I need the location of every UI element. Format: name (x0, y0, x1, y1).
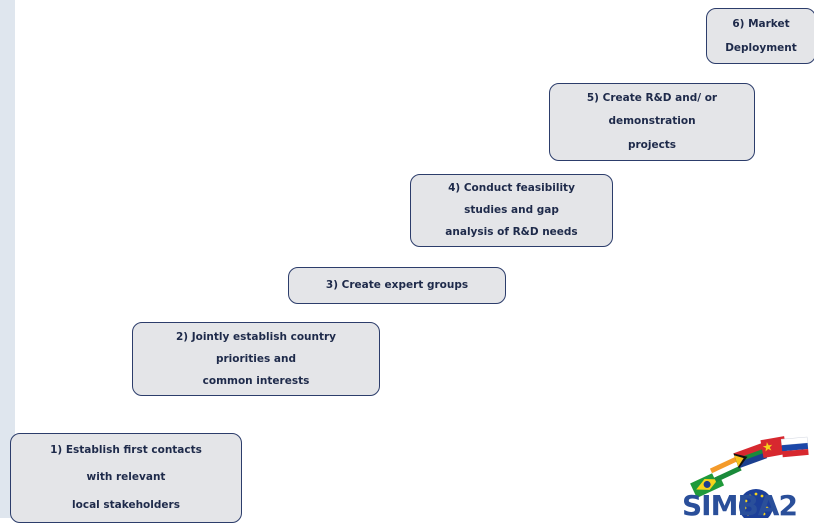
step-1-line-1: 1) Establish first contacts (50, 444, 202, 457)
step-4-line-3: analysis of R&D needs (445, 225, 578, 238)
step-2-box: 2) Jointly establish country priorities … (132, 322, 380, 396)
step-2-line-1: 2) Jointly establish country (175, 330, 337, 343)
india-flag-icon (709, 456, 742, 483)
step-4-line-1: 4) Conduct feasibility (448, 182, 575, 195)
step-5-line-3: projects (627, 138, 677, 151)
russia-flag-icon (780, 436, 809, 458)
step-3-line-1: 3) Create expert groups (325, 279, 469, 291)
step-6-line-2: Deployment (725, 41, 797, 54)
south-africa-flag-icon (733, 443, 768, 469)
step-6-line-1: 6) Market (732, 17, 790, 30)
step-4-line-2: studies and gap (464, 203, 559, 216)
simba-logo (690, 436, 809, 518)
step-1-line-2: with relevant (86, 471, 166, 484)
left-margin-strip (0, 0, 15, 518)
step-5-box: 5) Create R&D and/ or demonstration proj… (549, 83, 755, 161)
eu-globe-icon (739, 489, 773, 518)
step-1-box: 1) Establish first contacts with relevan… (10, 433, 242, 523)
simba-logo-text: SIMBA2 (682, 489, 798, 522)
step-1-line-3: local stakeholders (72, 498, 180, 511)
china-flag-icon (760, 436, 788, 458)
step-3-box: 3) Create expert groups (288, 267, 506, 304)
eu-stars-icon (743, 492, 769, 516)
step-2-line-2: priorities and (215, 352, 296, 365)
step-4-box: 4) Conduct feasibility studies and gap a… (410, 174, 613, 247)
step-5-line-2: demonstration (608, 115, 696, 128)
step-5-line-1: 5) Create R&D and/ or (586, 92, 718, 105)
step-6-box: 6) Market Deployment (706, 8, 814, 64)
step-2-line-3: common interests (202, 374, 310, 387)
